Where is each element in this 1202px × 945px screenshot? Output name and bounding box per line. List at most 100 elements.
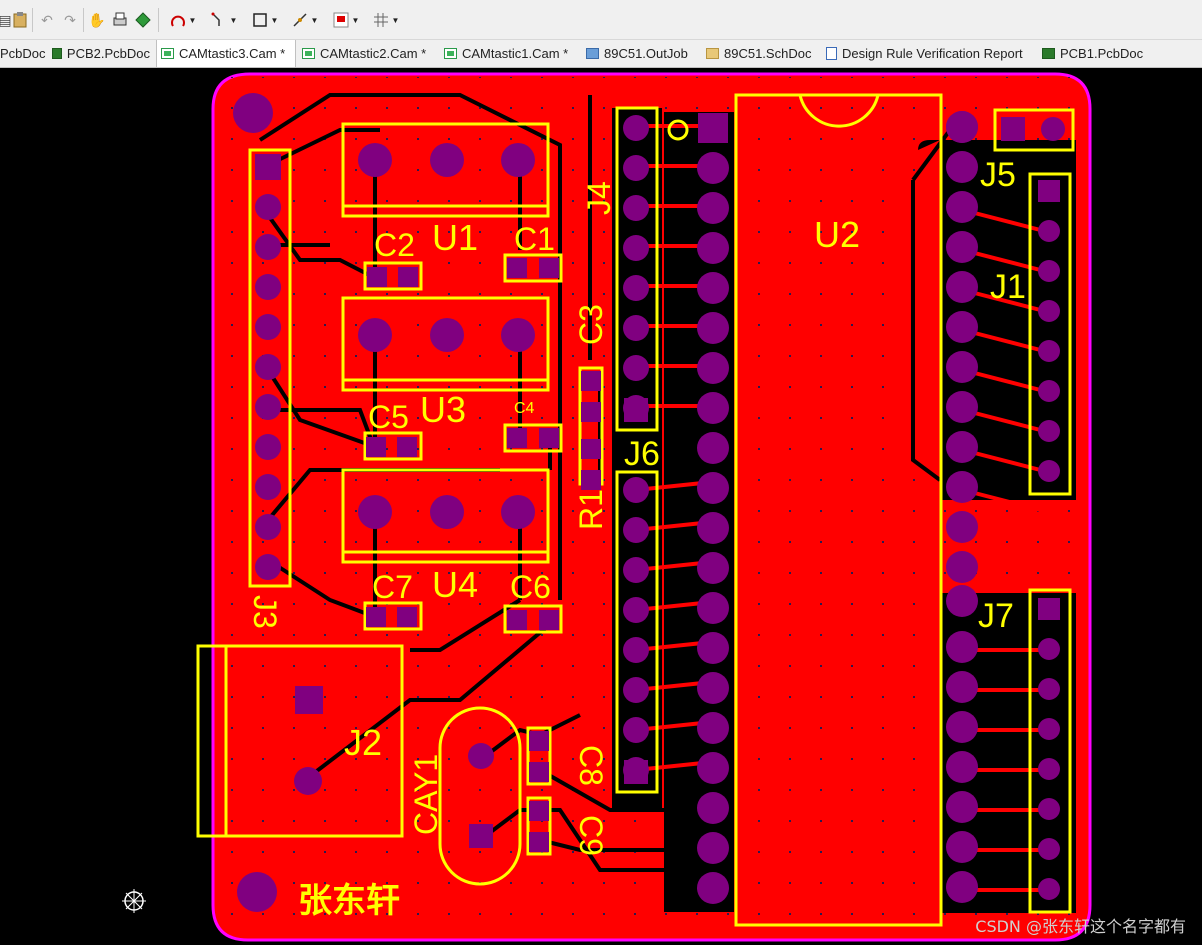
- trace: [266, 213, 376, 280]
- silk-c5: [363, 431, 423, 461]
- square-pad: [698, 113, 728, 143]
- tab-pcbdoc[interactable]: PcbDoc: [0, 40, 46, 67]
- pad: [501, 143, 535, 177]
- tab-design-rule-verification-report[interactable]: Design Rule Verification Report: [822, 40, 1036, 67]
- pad: [946, 871, 978, 903]
- pad: [697, 192, 729, 224]
- tab-89c51-schdoc[interactable]: 89C51.SchDoc: [702, 40, 820, 67]
- designator-j1: J1: [990, 268, 1026, 306]
- pad: [946, 151, 978, 183]
- route-tool-icon[interactable]: ▼: [207, 9, 241, 31]
- arc-tool-icon[interactable]: ▼: [166, 9, 200, 31]
- square-pad: [624, 760, 648, 784]
- grid-icon[interactable]: ▼: [369, 9, 403, 31]
- undo-icon[interactable]: ↶: [41, 11, 53, 28]
- tab-label: CAMtastic1.Cam *: [462, 46, 569, 61]
- origin-marker-cross: [122, 889, 146, 913]
- pad: [697, 592, 729, 624]
- pad: [468, 743, 494, 769]
- trace: [962, 208, 1049, 234]
- pad: [946, 511, 978, 543]
- redo-icon[interactable]: ↷: [64, 11, 76, 28]
- pad: [255, 314, 281, 340]
- pad: [358, 495, 392, 529]
- tab-camtastic2-cam[interactable]: CAMtastic2.Cam *: [298, 40, 438, 67]
- trace: [962, 408, 1049, 434]
- pad: [946, 585, 978, 617]
- designator-j2: J2: [344, 722, 382, 763]
- tab-label: CAMtastic2.Cam *: [320, 46, 427, 61]
- designator-j3: J3: [247, 595, 283, 629]
- pad: [697, 552, 729, 584]
- pad: [255, 514, 281, 540]
- print-icon[interactable]: [111, 9, 129, 31]
- cam-document-icon: [444, 48, 457, 59]
- square-pad: [624, 398, 648, 422]
- tab-camtastic3-cam[interactable]: CAMtastic3.Cam *: [156, 40, 296, 67]
- paste-icon[interactable]: ▤: [0, 11, 12, 28]
- tab-pcb1-pcbdoc[interactable]: PCB1.PcbDoc: [1038, 40, 1148, 67]
- watermark-text: CSDN @张东轩这个名字都有: [975, 917, 1186, 936]
- pad: [430, 143, 464, 177]
- tab-label: Design Rule Verification Report: [842, 46, 1023, 61]
- pad: [1038, 220, 1060, 242]
- pad: [1038, 420, 1060, 442]
- silk-u2-notch: [798, 94, 880, 128]
- trace: [258, 93, 562, 600]
- pad: [1038, 340, 1060, 362]
- layer-icon[interactable]: [134, 9, 152, 31]
- smd-pad: [529, 801, 549, 821]
- pad: [430, 495, 464, 529]
- pad: [946, 111, 978, 143]
- pan-hand-icon[interactable]: ✋: [88, 11, 106, 28]
- pad: [1038, 758, 1060, 780]
- pad: [946, 711, 978, 743]
- pad: [1041, 117, 1065, 141]
- pad: [358, 318, 392, 352]
- pad: [623, 315, 649, 341]
- pad: [623, 517, 649, 543]
- trace: [539, 768, 712, 812]
- silk-j3: [248, 148, 292, 588]
- rectangle-tool-icon[interactable]: ▼: [248, 9, 282, 31]
- trace: [911, 128, 952, 182]
- designator-c4: C4: [514, 400, 535, 417]
- pad: [697, 672, 729, 704]
- document-tabs: PcbDoc PCB2.PcbDoc CAMtastic3.Cam * CAMtast…: [0, 40, 1202, 68]
- pad: [946, 551, 978, 583]
- smd-pad: [539, 610, 559, 630]
- silk-j1: [1028, 172, 1072, 496]
- flag-tool-icon[interactable]: ▼: [329, 9, 363, 31]
- silk-crystal: [438, 706, 522, 886]
- pad: [1038, 878, 1060, 900]
- tab-89c51-outjob[interactable]: 89C51.OutJob: [582, 40, 700, 67]
- tab-pcb2-pcbdoc[interactable]: PCB2.PcbDoc: [48, 40, 154, 67]
- designator-u3: U3: [420, 389, 466, 430]
- smd-pad: [581, 470, 601, 490]
- pad: [1038, 798, 1060, 820]
- clipboard-icon[interactable]: [12, 9, 28, 31]
- pad: [697, 392, 729, 424]
- pad: [501, 495, 535, 529]
- tab-camtastic1-cam[interactable]: CAMtastic1.Cam *: [440, 40, 580, 67]
- component-tool-icon[interactable]: ▼: [288, 9, 322, 31]
- pad: [697, 632, 729, 664]
- designator-c7: C7: [372, 569, 413, 605]
- pad: [697, 272, 729, 304]
- silk-j7: [1028, 588, 1072, 914]
- tab-label: PCB2.PcbDoc: [66, 46, 150, 61]
- trace: [539, 838, 712, 852]
- designator-j5: J5: [980, 156, 1016, 194]
- pad: [697, 792, 729, 824]
- mounting-hole: [233, 93, 273, 133]
- silk-j5: [993, 108, 1075, 152]
- silk-u1: [341, 122, 550, 218]
- trace: [962, 248, 1049, 274]
- smd-pad: [539, 428, 559, 448]
- mounting-hole: [237, 872, 277, 912]
- silk-c1: [503, 253, 563, 283]
- designator-u2: U2: [814, 214, 860, 255]
- square-pad: [1001, 117, 1025, 141]
- signature-text: 张东轩: [298, 881, 400, 921]
